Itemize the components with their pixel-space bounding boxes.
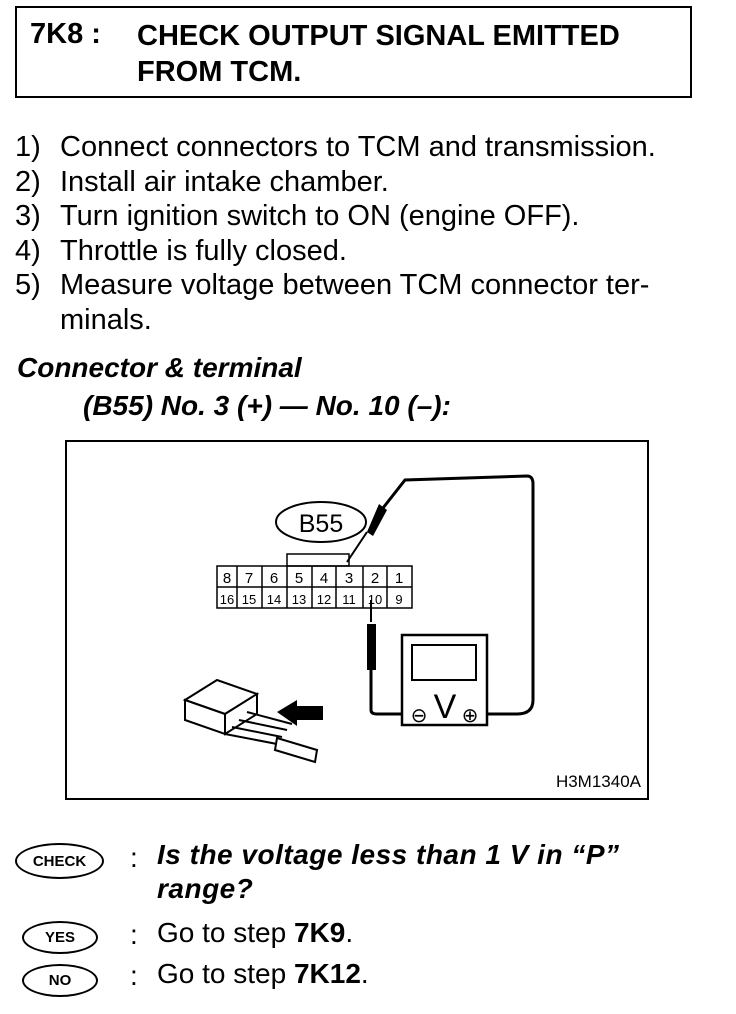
positive-probe	[346, 474, 535, 716]
instruction-text: Install air intake chamber.	[60, 165, 389, 198]
yes-action: Go to step 7K9.	[157, 917, 353, 949]
instruction-item: 4) Throttle is fully closed.	[15, 234, 705, 269]
yes-prefix: Go to step	[157, 917, 294, 948]
instruction-number: 1)	[15, 131, 41, 163]
instruction-number: 5)	[15, 269, 41, 302]
instruction-text: Connect connectors to TCM and transmissi…	[60, 131, 656, 163]
no-badge-label: NO	[48, 972, 72, 989]
minus-terminal-icon: ⊖	[411, 703, 428, 727]
voltmeter-label: V	[434, 688, 457, 726]
step-code: 7K8 :	[30, 18, 101, 50]
instruction-number: 3)	[15, 200, 41, 233]
step-title: CHECK OUTPUT SIGNAL EMITTED FROM TCM.	[137, 20, 620, 88]
connector-sketch-icon	[182, 678, 319, 764]
pin-label: 9	[395, 592, 402, 607]
no-action: Go to step 7K12.	[157, 958, 369, 990]
pin-label: 7	[245, 570, 253, 587]
figure-id: H3M1340A	[555, 772, 641, 791]
pin-label: 4	[320, 570, 328, 587]
instruction-number: 4)	[15, 234, 41, 267]
pin-label: 16	[220, 592, 234, 607]
yes-badge: YES	[22, 921, 98, 954]
instruction-list: 1) Connect connectors to TCM and transmis…	[15, 130, 705, 338]
pin-label: 14	[267, 592, 281, 607]
step-header-box: 7K8 : CHECK OUTPUT SIGNAL EMITTED FROM T…	[15, 6, 692, 98]
check-colon: :	[130, 842, 138, 873]
diagram-drawing: B55 8 7 6 5 4 3 2 1 16 15 14 13	[182, 474, 535, 764]
connector-spec: (B55) No. 3 (+) — No. 10 (–):	[83, 390, 451, 421]
instruction-item: 5) Measure voltage between TCM connector …	[15, 268, 705, 337]
yes-colon: :	[130, 919, 138, 950]
connector-heading: Connector & terminal	[17, 352, 302, 383]
no-target: 7K12	[293, 958, 361, 989]
pin-label: 3	[345, 570, 353, 587]
measurement-diagram: B55 8 7 6 5 4 3 2 1 16 15 14 13	[65, 440, 649, 800]
instruction-item: 1) Connect connectors to TCM and transmis…	[15, 130, 705, 165]
connector-pin-numbers: 8 7 6 5 4 3 2 1 16 15 14 13 12 11 10 9	[220, 570, 403, 607]
instruction-text: Measure voltage between TCM connector te…	[60, 269, 650, 336]
plus-terminal-icon: ⊕	[462, 703, 479, 727]
yes-suffix: .	[345, 917, 354, 948]
connector-label-oval	[275, 501, 367, 543]
connector-grid	[216, 553, 413, 609]
check-question: Is the voltage less than 1 V in “P” rang…	[157, 839, 620, 904]
pin-label: 10	[368, 592, 382, 607]
pin-label: 2	[371, 570, 379, 587]
instruction-text: Turn ignition switch to ON (engine OFF).	[60, 200, 580, 233]
instruction-item: 3) Turn ignition switch to ON (engine OFF…	[15, 199, 705, 234]
no-prefix: Go to step	[157, 958, 294, 989]
no-suffix: .	[360, 958, 369, 989]
pin-label: 13	[292, 592, 306, 607]
pin-label: 6	[270, 570, 278, 587]
pin-label: 5	[295, 570, 303, 587]
pin-label: 12	[317, 592, 331, 607]
connector-label: B55	[299, 510, 343, 538]
check-badge: CHECK	[15, 843, 104, 879]
check-badge-label: CHECK	[32, 852, 87, 870]
instruction-item: 2) Install air intake chamber.	[15, 165, 705, 200]
no-badge: NO	[22, 964, 98, 997]
instruction-text: Throttle is fully closed.	[60, 234, 347, 267]
pin-label: 11	[342, 592, 356, 607]
no-colon: :	[130, 960, 138, 991]
instruction-number: 2)	[15, 165, 41, 198]
pin-label: 8	[223, 570, 231, 587]
yes-target: 7K9	[293, 917, 346, 948]
negative-probe	[367, 600, 412, 716]
arrow-icon	[277, 700, 323, 726]
yes-badge-label: YES	[44, 929, 75, 946]
pin-label: 1	[395, 570, 403, 587]
pin-label: 15	[242, 592, 256, 607]
voltmeter: V ⊖ ⊕	[400, 633, 489, 727]
